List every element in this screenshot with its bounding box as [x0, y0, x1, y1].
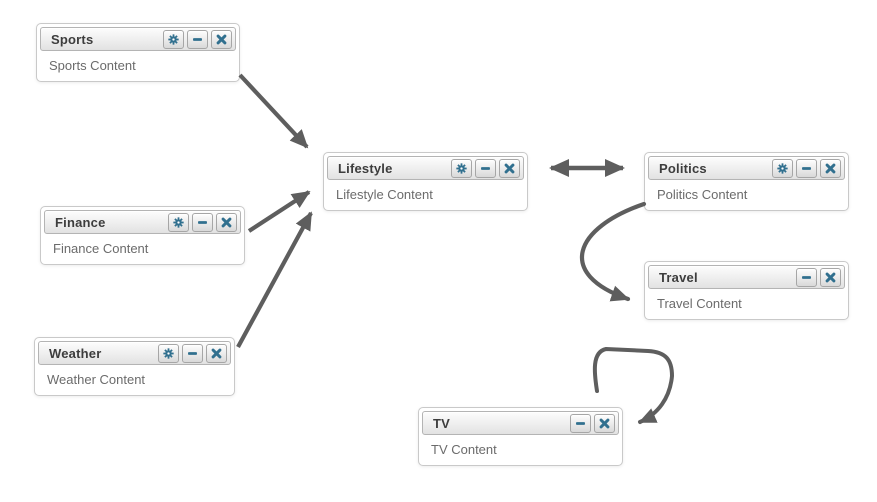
- minimize-button[interactable]: [570, 413, 591, 433]
- panel-sports-header[interactable]: Sports: [40, 27, 236, 51]
- panel-content: Politics Content: [657, 187, 748, 202]
- panel-lifestyle-header[interactable]: Lifestyle: [327, 156, 524, 180]
- panel-tv-header[interactable]: TV: [422, 411, 619, 435]
- gear-icon: [456, 162, 467, 174]
- panel-weather-header[interactable]: Weather: [38, 341, 231, 365]
- minimize-button[interactable]: [475, 158, 496, 178]
- panel-finance[interactable]: Finance Finance Content: [40, 206, 245, 265]
- panel-controls: [451, 158, 520, 178]
- panel-title: Weather: [49, 345, 102, 361]
- panel-title: Finance: [55, 214, 106, 230]
- minimize-button[interactable]: [187, 29, 208, 49]
- close-icon: [216, 34, 227, 44]
- gear-icon: [168, 33, 179, 45]
- panel-title: Lifestyle: [338, 160, 393, 176]
- panel-controls: [163, 29, 232, 49]
- gear-icon: [777, 162, 788, 174]
- minimize-button[interactable]: [796, 267, 817, 287]
- panel-controls: [168, 212, 237, 232]
- minus-icon: [193, 37, 202, 41]
- minus-icon: [198, 220, 207, 224]
- close-button[interactable]: [216, 212, 237, 232]
- close-button[interactable]: [499, 158, 520, 178]
- close-button[interactable]: [206, 343, 227, 363]
- panel-travel-header[interactable]: Travel: [648, 265, 845, 289]
- panel-content: Travel Content: [657, 296, 742, 311]
- panel-politics-header[interactable]: Politics: [648, 156, 845, 180]
- panel-controls: [570, 413, 615, 433]
- minimize-button[interactable]: [796, 158, 817, 178]
- close-icon: [825, 272, 836, 282]
- gear-icon: [173, 216, 184, 228]
- minus-icon: [188, 351, 197, 355]
- panel-title: Sports: [51, 31, 94, 47]
- settings-button[interactable]: [772, 158, 793, 178]
- panel-controls: [158, 343, 227, 363]
- arrow-weather-to-lifestyle: [236, 211, 313, 349]
- panel-title: TV: [433, 415, 451, 431]
- settings-button[interactable]: [451, 158, 472, 178]
- panel-content: Weather Content: [47, 372, 146, 387]
- panel-controls: [796, 267, 841, 287]
- close-icon: [599, 418, 610, 428]
- close-icon: [504, 163, 515, 173]
- arrow-politics-to-travel: [580, 201, 647, 302]
- panel-tv[interactable]: TV TV Content: [418, 407, 623, 466]
- panel-title: Travel: [659, 269, 698, 285]
- close-icon: [221, 217, 232, 227]
- panel-weather[interactable]: Weather Weather Content: [34, 337, 235, 396]
- minimize-button[interactable]: [192, 212, 213, 232]
- panel-content: Lifestyle Content: [336, 187, 433, 202]
- panel-lifestyle[interactable]: Lifestyle Lifestyle Content: [323, 152, 528, 211]
- settings-button[interactable]: [168, 212, 189, 232]
- close-button[interactable]: [820, 267, 841, 287]
- close-button[interactable]: [820, 158, 841, 178]
- panel-sports[interactable]: Sports Sports Content: [36, 23, 240, 82]
- close-button[interactable]: [594, 413, 615, 433]
- panel-controls: [772, 158, 841, 178]
- arrow-sports-to-lifestyle: [238, 73, 309, 149]
- panel-content: TV Content: [431, 442, 497, 457]
- close-icon: [825, 163, 836, 173]
- minus-icon: [481, 166, 490, 170]
- settings-button[interactable]: [158, 343, 179, 363]
- panel-travel[interactable]: Travel Travel Content: [644, 261, 849, 320]
- close-button[interactable]: [211, 29, 232, 49]
- close-icon: [211, 348, 222, 358]
- settings-button[interactable]: [163, 29, 184, 49]
- panel-title: Politics: [659, 160, 707, 176]
- panel-content: Finance Content: [53, 241, 149, 256]
- panel-finance-header[interactable]: Finance: [44, 210, 241, 234]
- arrow-finance-to-lifestyle: [247, 190, 311, 233]
- panel-politics[interactable]: Politics Politics Content: [644, 152, 849, 211]
- minimize-button[interactable]: [182, 343, 203, 363]
- minus-icon: [802, 275, 811, 279]
- minus-icon: [576, 421, 585, 425]
- minus-icon: [802, 166, 811, 170]
- panel-content: Sports Content: [49, 58, 136, 73]
- gear-icon: [163, 347, 174, 359]
